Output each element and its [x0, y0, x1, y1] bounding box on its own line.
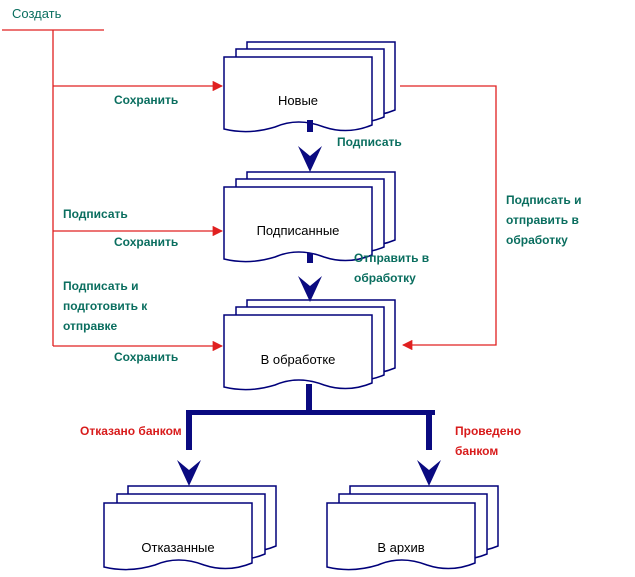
sign-send-right-arrow	[400, 85, 497, 351]
rejected-by-bank-label: Отказано банком	[80, 424, 182, 438]
save-signed-label: Сохранить	[114, 235, 179, 249]
create-label: Создать	[12, 6, 62, 21]
save-new-label: Сохранить	[114, 93, 179, 107]
send-label-line2: обработку	[354, 271, 416, 285]
flow-arrows	[177, 120, 441, 486]
sign-send-label-line2: отправить в	[506, 213, 579, 227]
state-processing-title: В обработке	[260, 352, 336, 367]
arrow-signed-to-processing	[298, 276, 322, 302]
doc-stack-new	[223, 41, 396, 133]
arrow-to-rejected	[177, 460, 201, 486]
send-label-line1: Отправить в	[354, 251, 430, 265]
sign-send-label-line1: Подписать и	[506, 193, 582, 207]
sign-left-label: Подписать	[63, 207, 128, 221]
doc-stack-signed	[223, 171, 396, 263]
sign-prepare-label-line2: подготовить к	[63, 299, 148, 313]
arrow-to-archive	[417, 460, 441, 486]
state-rejected-title: Отказанные	[141, 540, 215, 555]
sign-prepare-label-line1: Подписать и	[63, 279, 139, 293]
doc-stack-rejected	[103, 485, 277, 571]
state-signed-title: Подписанные	[256, 223, 340, 238]
red-connectors	[2, 29, 497, 352]
state-new-title: Новые	[277, 93, 319, 108]
doc-stack-archive	[326, 485, 499, 571]
save-processing-label: Сохранить	[114, 350, 179, 364]
processed-label-line2: банком	[455, 444, 499, 458]
sign-send-label-line3: обработку	[506, 233, 568, 247]
sign-label: Подписать	[337, 135, 402, 149]
processed-label-line1: Проведено	[455, 424, 522, 438]
arrow-new-to-signed	[298, 146, 322, 172]
sign-prepare-label-line3: отправке	[63, 319, 118, 333]
doc-stack-processing	[223, 299, 396, 391]
state-archive-title: В архив	[377, 540, 425, 555]
